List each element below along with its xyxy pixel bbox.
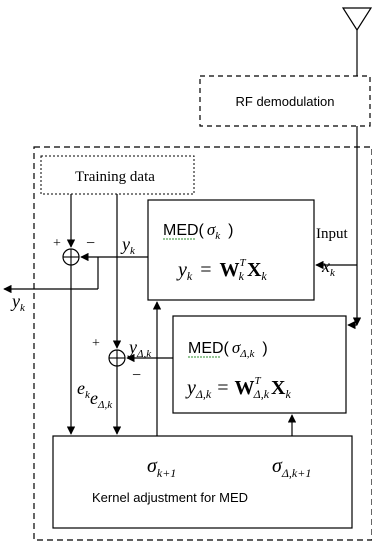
rf-demodulation-block — [199, 75, 371, 127]
system-boundary — [33, 146, 372, 541]
y-delta-label: yΔ,k — [127, 337, 152, 360]
minus-sign-top: − — [86, 235, 95, 252]
sigma-delta-k-plus-1: σΔ,k+1 — [272, 455, 311, 480]
e-k-label: ek — [77, 378, 91, 401]
plus-sign-bottom: + — [92, 336, 100, 351]
med-delta-title: MED(σΔ,k) — [188, 338, 268, 360]
training-data-label: Training data — [75, 169, 155, 185]
sigma-k-plus-1: σk+1 — [147, 455, 176, 480]
x-k-label: xk — [321, 256, 336, 279]
med-top-title: MED(σk) — [163, 220, 234, 242]
signal-wires — [3, 126, 362, 436]
med-delta-block — [172, 315, 347, 414]
plus-sign-top: + — [53, 236, 61, 251]
input-label: Input — [316, 226, 348, 242]
summing-junction-top — [62, 248, 80, 266]
kernel-adjustment-label: Kernel adjustment for MED — [92, 490, 248, 505]
e-delta-label: eΔ,k — [90, 388, 113, 411]
training-data-block — [40, 155, 195, 195]
med-top-block — [147, 199, 315, 301]
rf-demodulation-label: RF demodulation — [236, 94, 335, 109]
antenna-icon — [341, 7, 372, 76]
y-k-output-label: yk — [10, 291, 26, 314]
minus-sign-bottom: − — [132, 367, 141, 384]
y-k-label: yk — [120, 234, 136, 257]
kernel-adjustment-block — [52, 435, 353, 529]
summing-junction-bottom — [108, 349, 126, 367]
